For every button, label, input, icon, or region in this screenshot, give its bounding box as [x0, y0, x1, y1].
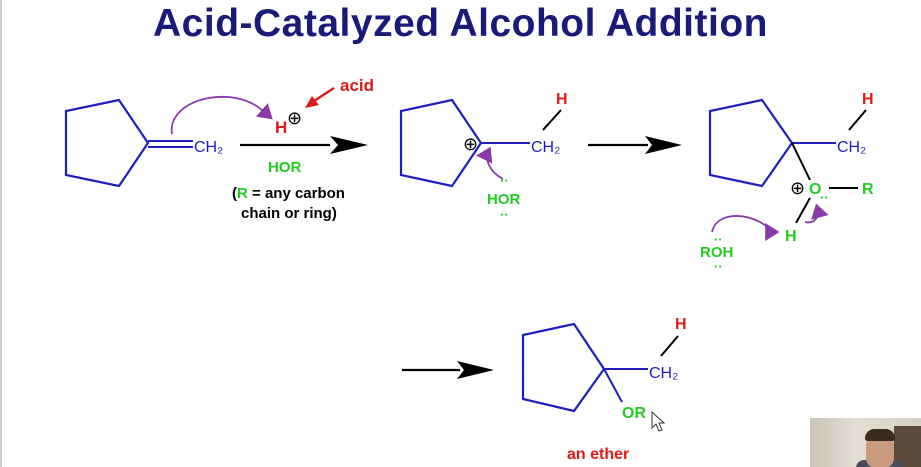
ch2-h-bond-3	[848, 109, 867, 131]
oh-hydrogen-label-3: H	[785, 228, 797, 245]
oxygen-label-3: O	[809, 181, 821, 198]
proton-h-label: H	[275, 118, 287, 137]
lone-pair-bottom-2: ··	[500, 207, 509, 222]
r-definition-line1: (R = any carbon	[232, 185, 345, 202]
structure-carbocation: CH₂ H ⊕ ·· HOR ··	[399, 91, 568, 222]
cyclopentane-ring-1	[64, 98, 150, 188]
reaction-arrow-2-head	[645, 136, 682, 154]
lone-pair-top-roh: ··	[714, 232, 723, 247]
o-h-bond-3	[795, 197, 811, 224]
c-o-bond-3	[791, 142, 811, 181]
mouse-cursor-icon	[651, 410, 666, 432]
reaction-arrow-1-head	[330, 136, 368, 154]
cyclopentane-ring-2	[399, 98, 483, 188]
lone-pair-top-2: ··	[500, 173, 509, 188]
lone-pair-bottom-roh: ··	[714, 259, 723, 274]
ch2-label-4: CH₂	[649, 365, 678, 382]
structure-oxonium: CH₂ H ⊕ O ·· R H ·· ROH ··	[700, 91, 874, 274]
h-label-2: H	[556, 91, 568, 108]
presenter-webcam-thumbnail	[810, 418, 921, 467]
plus-charge-icon-3: ⊕	[790, 178, 805, 198]
plus-charge-icon-2: ⊕	[463, 134, 478, 154]
reaction-arrow-3	[402, 361, 494, 379]
structure-ether-product: CH₂ H OR an ether	[521, 316, 687, 463]
acid-pointer-arrowhead	[305, 96, 319, 108]
h-label-4: H	[675, 316, 687, 333]
lone-pair-oxygen-3: ··	[820, 190, 829, 205]
cyclopentane-ring-3	[708, 98, 794, 188]
structure-methylenecyclopentane: CH₂ H ⊕ acid	[64, 76, 374, 188]
presenter-hair	[865, 429, 895, 441]
hor-nucleophile-label: HOR	[487, 191, 521, 208]
roh-base-label: ROH	[700, 244, 733, 261]
curved-arrow-1	[170, 96, 273, 135]
r-label-3: R	[862, 181, 874, 198]
cyclopentane-ring-4	[521, 322, 606, 413]
ether-caption: an ether	[567, 446, 629, 463]
plus-charge-icon-1: ⊕	[287, 108, 302, 128]
slide-left-border	[0, 0, 2, 467]
reaction-arrow-3-head	[457, 361, 494, 379]
curved-arrow-3a	[711, 215, 780, 241]
h-label-3: H	[862, 91, 874, 108]
reaction-arrow-1: HOR (R = any carbon chain or ring)	[232, 136, 368, 222]
ch2-label-2: CH₂	[531, 139, 560, 156]
c-or-bond-4	[603, 368, 623, 403]
or-label-4: OR	[622, 405, 646, 422]
reagent-hor-label: HOR	[268, 159, 302, 176]
r-definition-line2: chain or ring)	[241, 205, 337, 222]
ch2-label-3: CH₂	[837, 139, 866, 156]
ch2-h-bond-2	[542, 109, 562, 131]
slide-title: Acid-Catalyzed Alcohol Addition	[153, 2, 768, 45]
acid-pointer-arrow-line	[313, 86, 335, 103]
ch2-label-1: CH₂	[194, 139, 223, 156]
ch2-h-bond-4	[660, 335, 679, 357]
curved-arrow-3b	[804, 203, 829, 224]
curved-arrow-2	[476, 146, 504, 180]
reaction-arrow-2	[588, 136, 682, 154]
acid-label: acid	[340, 76, 374, 95]
